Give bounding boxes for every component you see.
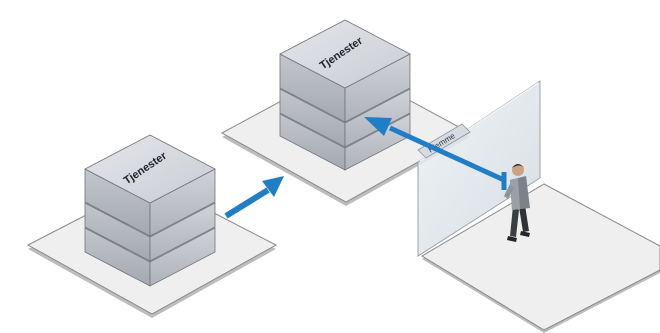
person-icon (504, 164, 530, 242)
left-server-stack: Tjenester (84, 134, 216, 287)
transfer-arrow (224, 176, 284, 219)
user-request-arrow (364, 117, 507, 190)
arrow-icon (262, 176, 284, 197)
